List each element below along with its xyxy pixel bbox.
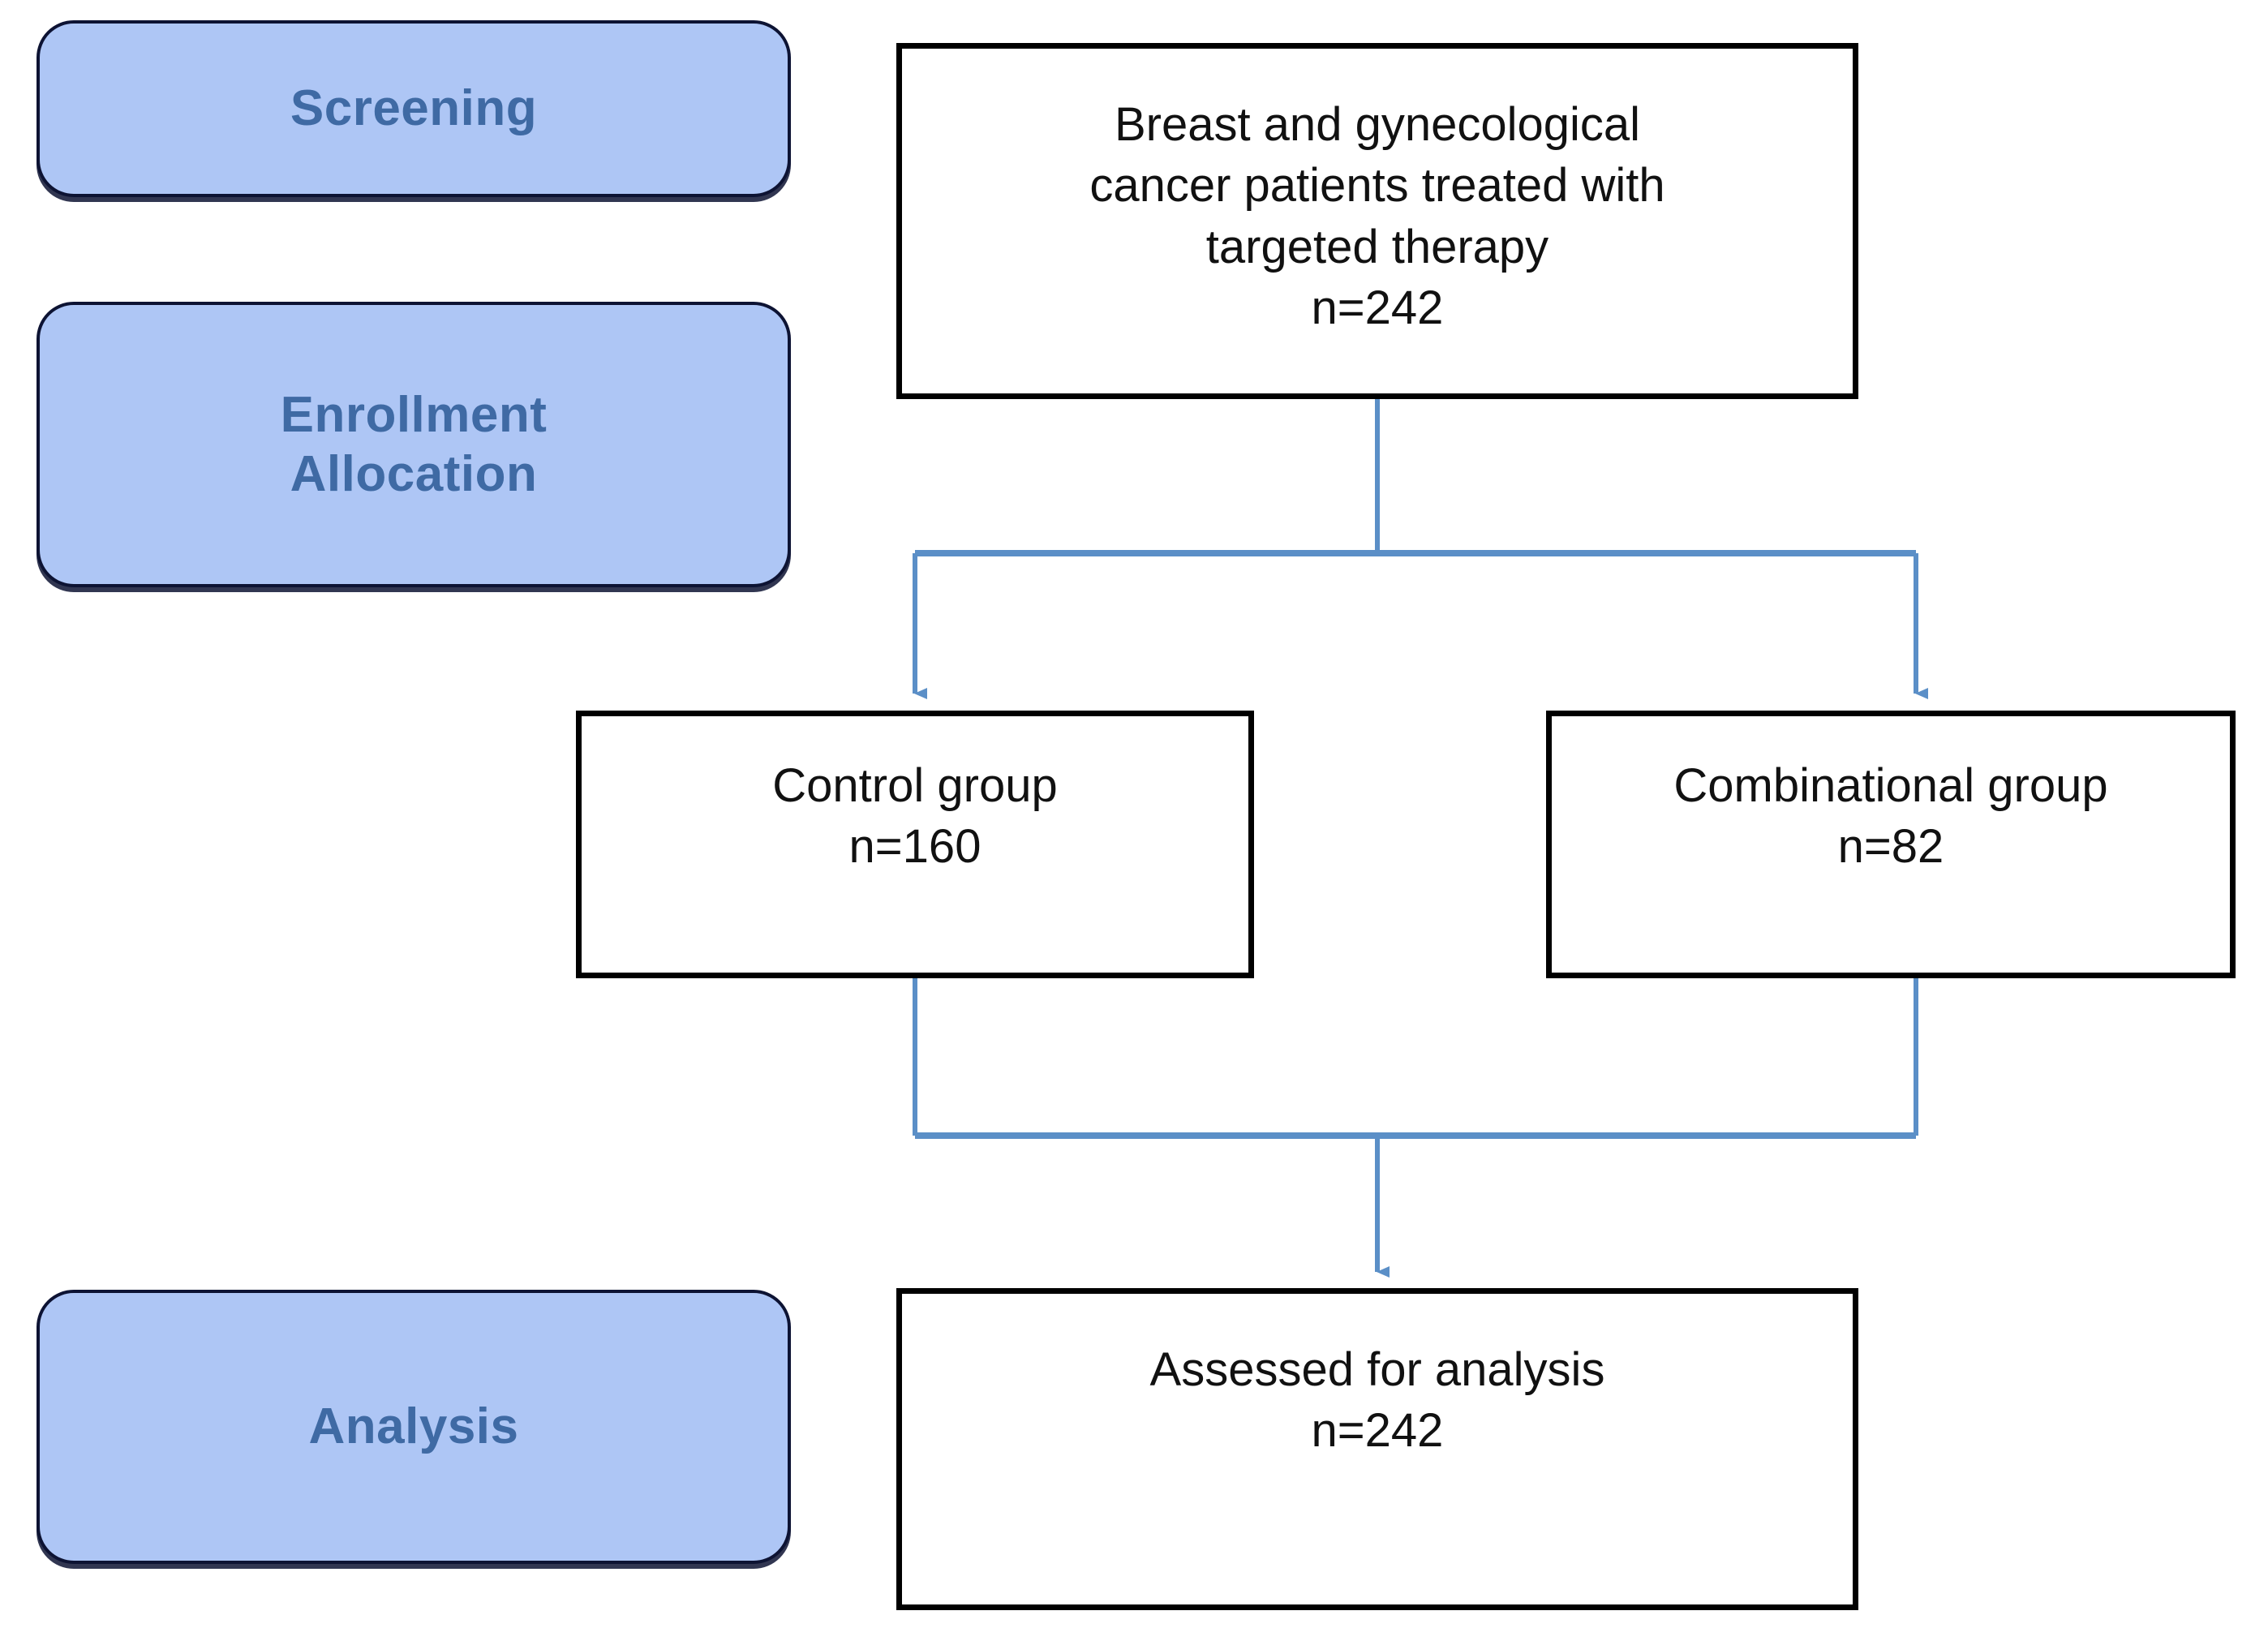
stage-box-screening: Screening	[37, 20, 791, 197]
node-box-combinational-group: Combinational group n=82	[1546, 711, 2236, 978]
stage-label-screening: Screening	[290, 80, 538, 137]
node-text-control-group: Control group n=160	[772, 759, 1058, 874]
node-box-assessed-for-analysis: Assessed for analysis n=242	[896, 1288, 1858, 1610]
node-box-screened-patients: Breast and gynecological cancer patients…	[896, 43, 1858, 399]
stage-box-analysis: Analysis	[37, 1290, 791, 1564]
stage-label-analysis: Analysis	[308, 1398, 519, 1455]
node-text-combinational-group: Combinational group n=82	[1673, 759, 2108, 874]
node-text-assessed-for-analysis: Assessed for analysis n=242	[1149, 1343, 1605, 1458]
stage-label-enrollment-allocation: Enrollment Allocation	[280, 386, 548, 502]
node-box-control-group: Control group n=160	[576, 711, 1254, 978]
stage-box-enrollment-allocation: Enrollment Allocation	[37, 302, 791, 587]
node-text-screened-patients: Breast and gynecological cancer patients…	[1089, 97, 1665, 334]
